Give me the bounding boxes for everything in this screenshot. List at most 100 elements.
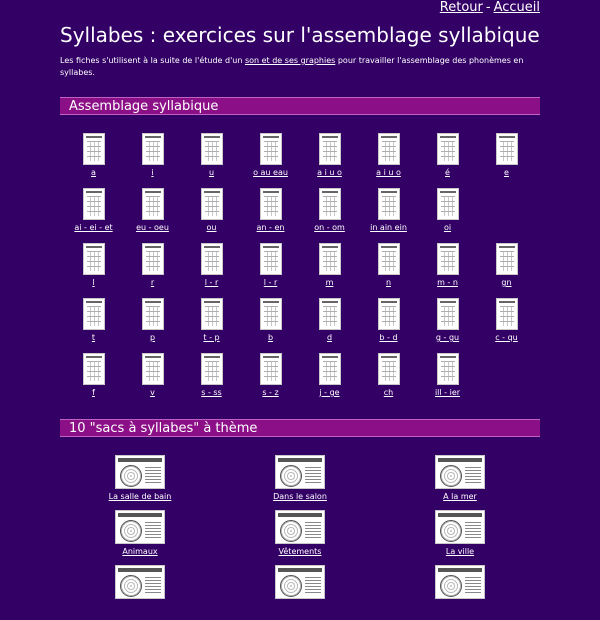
- worksheet-link[interactable]: s - z: [262, 388, 279, 397]
- worksheet-thumbnail[interactable]: [377, 188, 400, 220]
- worksheet-item[interactable]: é: [418, 133, 477, 188]
- worksheet-link[interactable]: b: [267, 333, 274, 342]
- worksheet-thumbnail[interactable]: [141, 298, 164, 330]
- worksheet-thumbnail[interactable]: [259, 133, 282, 165]
- worksheet-link[interactable]: n: [385, 278, 392, 287]
- worksheet-thumbnail[interactable]: [141, 243, 164, 275]
- worksheet-item[interactable]: l - r: [241, 243, 300, 298]
- worksheet-link[interactable]: ch: [383, 388, 394, 397]
- worksheet-link[interactable]: j - ge: [319, 388, 340, 397]
- worksheet-thumbnail[interactable]: [82, 133, 105, 165]
- worksheet-thumbnail[interactable]: [200, 133, 223, 165]
- worksheet-thumbnail[interactable]: [141, 188, 164, 220]
- worksheet-link[interactable]: an - en: [256, 223, 285, 232]
- worksheet-item[interactable]: c - qu: [477, 298, 536, 353]
- worksheet-link[interactable]: i: [151, 168, 154, 177]
- worksheet-link[interactable]: t - p: [203, 333, 220, 342]
- worksheet-link[interactable]: gn: [501, 278, 512, 287]
- worksheet-item[interactable]: on - om: [300, 188, 359, 243]
- syllable-bag-link[interactable]: La ville: [445, 547, 475, 556]
- syllable-bag-thumbnail[interactable]: [275, 565, 325, 599]
- worksheet-item[interactable]: l - r: [182, 243, 241, 298]
- worksheet-link[interactable]: m - n: [437, 278, 458, 287]
- worksheet-thumbnail[interactable]: [82, 243, 105, 275]
- worksheet-link[interactable]: a i u o: [317, 168, 342, 177]
- worksheet-link[interactable]: ai - ei - et: [74, 223, 113, 232]
- worksheet-link[interactable]: t: [91, 333, 96, 342]
- worksheet-item[interactable]: g - gu: [418, 298, 477, 353]
- worksheet-item[interactable]: ch: [359, 353, 418, 408]
- syllable-bag-link[interactable]: Dans le salon: [273, 492, 327, 501]
- syllable-bag-thumbnail[interactable]: [275, 510, 325, 544]
- worksheet-thumbnail[interactable]: [141, 353, 164, 385]
- worksheet-link[interactable]: s - ss: [201, 388, 222, 397]
- worksheet-item[interactable]: b - d: [359, 298, 418, 353]
- worksheet-link[interactable]: ou: [206, 223, 217, 232]
- worksheet-thumbnail[interactable]: [318, 133, 341, 165]
- worksheet-link[interactable]: oi: [443, 223, 452, 232]
- worksheet-item[interactable]: f: [64, 353, 123, 408]
- worksheet-item[interactable]: a i u o: [359, 133, 418, 188]
- worksheet-thumbnail[interactable]: [200, 188, 223, 220]
- worksheet-item[interactable]: a: [64, 133, 123, 188]
- syllable-bag-thumbnail[interactable]: [115, 510, 165, 544]
- syllable-bag-link[interactable]: Animaux: [122, 547, 158, 556]
- worksheet-link[interactable]: v: [150, 388, 155, 397]
- sound-graphies-link[interactable]: son et de ses graphies: [244, 56, 336, 65]
- syllable-bag-thumbnail[interactable]: [435, 455, 485, 489]
- worksheet-thumbnail[interactable]: [436, 353, 459, 385]
- syllable-bag-link[interactable]: Vêtements: [278, 547, 322, 556]
- syllable-bag-item[interactable]: [380, 565, 540, 620]
- worksheet-item[interactable]: p: [123, 298, 182, 353]
- worksheet-thumbnail[interactable]: [259, 243, 282, 275]
- worksheet-thumbnail[interactable]: [82, 353, 105, 385]
- worksheet-link[interactable]: p: [149, 333, 156, 342]
- worksheet-thumbnail[interactable]: [377, 353, 400, 385]
- syllable-bag-item[interactable]: La ville: [380, 510, 540, 565]
- worksheet-item[interactable]: d: [300, 298, 359, 353]
- worksheet-link[interactable]: e: [504, 168, 509, 177]
- worksheet-thumbnail[interactable]: [200, 243, 223, 275]
- worksheet-link[interactable]: in ain ein: [370, 223, 407, 232]
- worksheet-thumbnail[interactable]: [141, 133, 164, 165]
- syllable-bag-item[interactable]: [220, 565, 380, 620]
- worksheet-item[interactable]: ou: [182, 188, 241, 243]
- back-link[interactable]: Retour: [439, 0, 483, 15]
- worksheet-link[interactable]: o au eau: [253, 168, 288, 177]
- worksheet-link[interactable]: m: [325, 278, 334, 287]
- worksheet-thumbnail[interactable]: [495, 243, 518, 275]
- worksheet-link[interactable]: r: [150, 278, 155, 287]
- worksheet-thumbnail[interactable]: [259, 353, 282, 385]
- home-link[interactable]: Accueil: [493, 0, 540, 15]
- worksheet-thumbnail[interactable]: [377, 243, 400, 275]
- syllable-bag-item[interactable]: Animaux: [60, 510, 220, 565]
- worksheet-item[interactable]: t: [64, 298, 123, 353]
- worksheet-item[interactable]: l: [64, 243, 123, 298]
- worksheet-item[interactable]: u: [182, 133, 241, 188]
- syllable-bag-item[interactable]: A la mer: [380, 455, 540, 510]
- worksheet-link[interactable]: l - r: [204, 278, 219, 287]
- worksheet-link[interactable]: é: [445, 168, 450, 177]
- worksheet-item[interactable]: gn: [477, 243, 536, 298]
- worksheet-thumbnail[interactable]: [377, 133, 400, 165]
- worksheet-link[interactable]: on - om: [314, 223, 345, 232]
- worksheet-link[interactable]: f: [92, 388, 95, 397]
- worksheet-item[interactable]: ill - ier: [418, 353, 477, 408]
- worksheet-item[interactable]: e: [477, 133, 536, 188]
- worksheet-link[interactable]: b - d: [379, 333, 398, 342]
- worksheet-link[interactable]: u: [208, 168, 215, 177]
- worksheet-item[interactable]: t - p: [182, 298, 241, 353]
- worksheet-item[interactable]: v: [123, 353, 182, 408]
- worksheet-link[interactable]: ill - ier: [434, 388, 461, 397]
- syllable-bag-item[interactable]: La salle de bain: [60, 455, 220, 510]
- worksheet-thumbnail[interactable]: [318, 298, 341, 330]
- worksheet-item[interactable]: r: [123, 243, 182, 298]
- worksheet-thumbnail[interactable]: [436, 298, 459, 330]
- worksheet-item[interactable]: an - en: [241, 188, 300, 243]
- worksheet-link[interactable]: d: [326, 333, 333, 342]
- syllable-bag-item[interactable]: [60, 565, 220, 620]
- worksheet-item[interactable]: s - ss: [182, 353, 241, 408]
- worksheet-item[interactable]: i: [123, 133, 182, 188]
- syllable-bag-item[interactable]: Vêtements: [220, 510, 380, 565]
- worksheet-thumbnail[interactable]: [82, 298, 105, 330]
